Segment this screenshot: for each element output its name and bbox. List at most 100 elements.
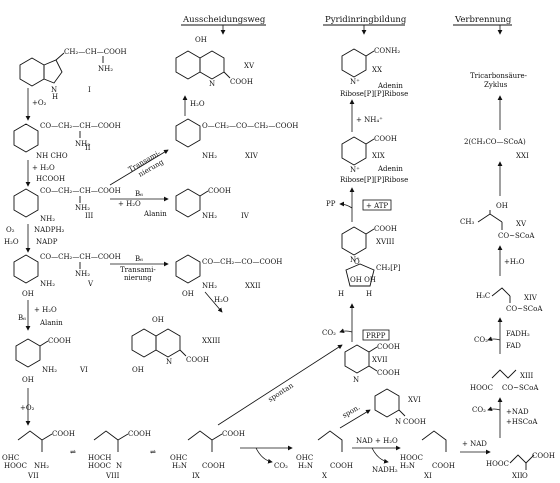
svg-text:+ H₂O: + H₂O — [118, 200, 141, 208]
svg-text:H₃C: H₃C — [476, 292, 490, 300]
svg-text:COOH: COOH — [230, 78, 253, 86]
svg-text:CH₂[P]: CH₂[P] — [376, 264, 401, 272]
svg-text:CH₂—CH—COOH: CH₂—CH—COOH — [64, 48, 127, 56]
svg-text:OH: OH — [22, 376, 34, 384]
svg-text:HOOC: HOOC — [4, 462, 27, 470]
svg-text:OH OH: OH OH — [350, 276, 376, 284]
svg-text:COOH: COOH — [377, 369, 400, 377]
arrow-IX-XVII — [217, 344, 343, 426]
compound-XIV-right: H₃C CO~SCoA XIV — [476, 287, 543, 313]
svg-text:HCOOH: HCOOH — [36, 175, 65, 183]
svg-text:XVIII: XVIII — [376, 238, 395, 246]
svg-text:IV: IV — [241, 212, 250, 220]
equilibrium-VIII-IX: ⇌ — [150, 448, 156, 456]
svg-text:CO~SCoA: CO~SCoA — [502, 384, 539, 392]
svg-text:+ ATP: + ATP — [366, 202, 388, 210]
svg-text:OH: OH — [152, 316, 164, 324]
svg-text:NH₂: NH₂ — [202, 282, 217, 290]
svg-text:NH₂: NH₂ — [98, 65, 113, 73]
svg-text:III: III — [85, 212, 94, 220]
svg-text:XIV: XIV — [245, 152, 259, 160]
compound-VII: COOH OHC HOOC NH₂ VII — [2, 430, 75, 480]
svg-text:I: I — [88, 86, 91, 94]
svg-text:CO~SCoA: CO~SCoA — [498, 232, 535, 240]
svg-text:O—CH₂—CO—CH₂—COOH: O—CH₂—CO—CH₂—COOH — [202, 122, 298, 130]
svg-text:H₂O: H₂O — [4, 238, 19, 246]
svg-text:B₆: B₆ — [18, 314, 26, 322]
svg-text:H₂O: H₂O — [190, 100, 205, 108]
svg-text:NH₂: NH₂ — [75, 140, 90, 148]
svg-text:CO₂: CO₂ — [474, 336, 488, 344]
compound-VI-hydroxyanthranilic-acid: COOH NH₂ OH VI — [15, 337, 88, 384]
svg-text:COOH: COOH — [432, 462, 455, 470]
svg-text:HOOC: HOOC — [486, 460, 509, 468]
svg-text:CH₃: CH₃ — [460, 218, 474, 226]
svg-text:+ NH₄⁺: + NH₄⁺ — [356, 116, 383, 124]
svg-text:COOH: COOH — [377, 343, 400, 351]
svg-text:NADH₂: NADH₂ — [372, 466, 398, 474]
svg-text:XXI: XXI — [516, 152, 529, 160]
svg-text:H₂N: H₂N — [298, 462, 313, 470]
svg-text:B₆: B₆ — [135, 255, 143, 263]
arrow-X-XVI — [339, 409, 371, 429]
svg-text:CO—CH₂—CH—COOH: CO—CH₂—CH—COOH — [40, 187, 121, 195]
svg-text:HOOC: HOOC — [470, 384, 493, 392]
tca-label: Tricarbonsäure- — [470, 72, 528, 80]
svg-text:VI: VI — [79, 366, 88, 374]
svg-text:NADPH₂: NADPH₂ — [34, 226, 65, 234]
svg-text:+ H₂O: + H₂O — [32, 164, 55, 172]
arrow-III-XIV — [109, 149, 169, 186]
svg-text:CO₂: CO₂ — [472, 406, 486, 414]
compound-XXI: 2(CH₃CO—SCoA) — [464, 138, 526, 146]
svg-text:H₂N: H₂N — [400, 462, 415, 470]
svg-text:Ribose[P][P]Ribose: Ribose[P][P]Ribose — [340, 90, 408, 98]
svg-text:+ NAD: + NAD — [462, 440, 487, 448]
prpp-box — [362, 329, 390, 341]
compound-XIX-desamido-nad: COOH N⁺ XIX Adenin Ribose[P][P]Ribose — [340, 135, 408, 184]
svg-text:N: N — [166, 358, 172, 366]
compound-V-hydroxykynurenine: CO—CH₂—CH—COOH NH₂ NH₂ OH V — [13, 253, 121, 298]
svg-text:Alanin: Alanin — [143, 210, 167, 218]
compound-XX-nad: CONH₂ N⁺ XX Adenin Ribose[P][P]Ribose — [340, 47, 408, 98]
svg-text:PRPP: PRPP — [366, 332, 386, 340]
svg-text:NH₂: NH₂ — [40, 215, 55, 223]
svg-text:XX: XX — [372, 66, 382, 74]
svg-text:NH₂: NH₂ — [202, 212, 217, 220]
svg-text:CONH₂: CONH₂ — [374, 47, 400, 55]
svg-text:OH: OH — [182, 290, 194, 298]
svg-text:N⁺: N⁺ — [350, 78, 360, 86]
header-excretion: Ausscheidungsweg — [182, 15, 266, 25]
svg-text:N: N — [353, 376, 359, 384]
svg-text:OH: OH — [22, 290, 34, 298]
svg-text:COOH: COOH — [330, 462, 353, 470]
header-pyridine: Pyridinringbildung — [325, 15, 407, 25]
svg-text:CO—CH₂—CH—COOH: CO—CH₂—CH—COOH — [40, 253, 121, 261]
arrow-XXII-XXIII — [204, 291, 223, 313]
svg-text:IX: IX — [192, 472, 200, 480]
svg-text:XXIII: XXIII — [202, 337, 220, 345]
svg-text:OHC: OHC — [296, 454, 313, 462]
equilibrium-VII-VIII: ⇌ — [70, 448, 76, 456]
svg-text:COOH: COOH — [128, 430, 151, 438]
tca-label-2: Zyklus — [484, 81, 508, 89]
svg-text:NH₂: NH₂ — [75, 204, 90, 212]
compound-I-tryptophan: CH₂—CH—COOH NH₂ N H I — [19, 48, 127, 101]
svg-text:CO₂: CO₂ — [322, 329, 336, 337]
svg-text:NH CHO: NH CHO — [36, 152, 68, 160]
svg-text:B₆: B₆ — [135, 190, 143, 198]
svg-text:VII: VII — [27, 472, 39, 480]
svg-text:Adenin: Adenin — [377, 165, 403, 173]
svg-text:HOCH: HOCH — [88, 454, 111, 462]
svg-text:COOH: COOH — [532, 452, 555, 460]
svg-text:OH: OH — [195, 36, 207, 44]
svg-text:NH₂: NH₂ — [40, 280, 55, 288]
svg-text:XV: XV — [244, 62, 255, 70]
svg-text:O₂: O₂ — [6, 226, 15, 234]
reagent-o2: +O₂ — [32, 99, 47, 107]
compound-XII: HOOC O COOH XII — [486, 452, 555, 480]
svg-text:PP: PP — [326, 200, 336, 208]
atp-box — [362, 199, 392, 211]
svg-text:Ribose[P][P]Ribose: Ribose[P][P]Ribose — [340, 176, 408, 184]
svg-text:H: H — [52, 93, 58, 101]
